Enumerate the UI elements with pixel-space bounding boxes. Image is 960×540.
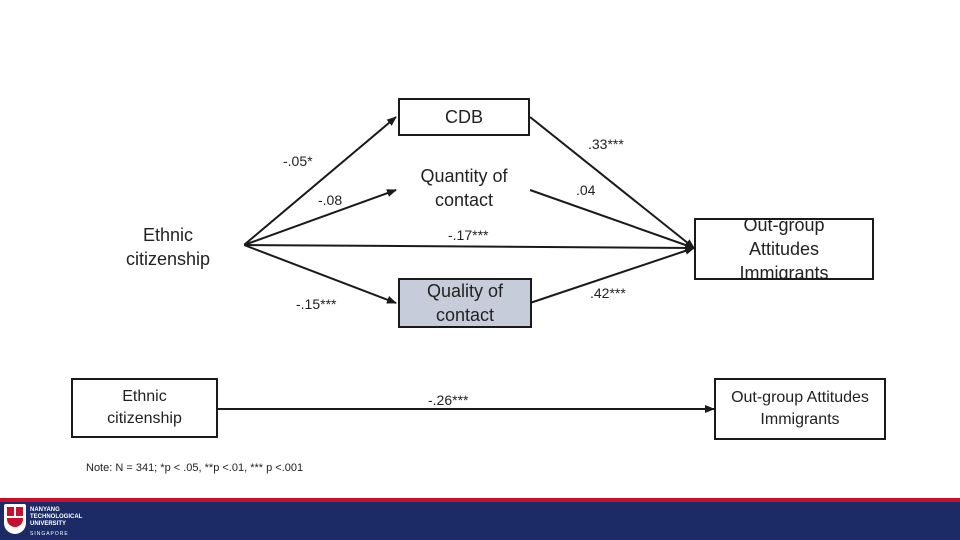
ethnic-top-line1: Ethnic <box>142 225 193 245</box>
ethnic-bottom-line1: Ethnic <box>122 388 167 405</box>
coef-quantity-to-outgroup: .04 <box>576 182 596 198</box>
arrow-ethnic-to-cdb <box>243 116 397 246</box>
quantity-label-line1: Quantity of <box>420 166 508 186</box>
footer-stripe <box>0 498 960 502</box>
arrow-ethnic-to-outgroup <box>243 243 695 252</box>
arrow-quantity-to-outgroup <box>529 189 695 249</box>
arrow-quality-to-outgroup <box>529 247 695 304</box>
outgroup-top-line2: Attitudes <box>748 239 820 259</box>
logo-line1: NANYANG <box>30 507 60 513</box>
significance-note: Note: N = 341; *p < .05, **p <.01, *** p… <box>86 462 304 474</box>
coef-quality-to-outgroup: .42*** <box>590 285 626 301</box>
logo-line3: UNIVERSITY <box>30 521 67 527</box>
ethnic-citizenship-box-bottom: Ethnic citizenship <box>71 378 218 438</box>
footer-bar <box>0 498 960 540</box>
logo-line2: TECHNOLOGICAL <box>30 514 83 520</box>
outgroup-attitudes-box-top: Out-group Attitudes Immigrants <box>694 218 874 280</box>
arrow-ethnic-to-quality <box>243 244 397 304</box>
coef-ethnic-to-outgroup: -.17*** <box>448 227 489 243</box>
outgroup-top-line1: Out-group <box>743 218 825 235</box>
coef-total-effect: -.26*** <box>428 392 469 408</box>
outgroup-top-line3: Immigrants <box>739 263 829 280</box>
quality-label-line1: Quality of <box>426 281 504 301</box>
arrow-ethnic-to-quantity <box>243 189 397 246</box>
logo-subtitle: SINGAPORE <box>30 531 69 537</box>
cdb-box: CDB <box>398 98 530 136</box>
quantity-label-line2: contact <box>434 190 494 210</box>
coef-ethnic-to-cdb: -.05* <box>283 153 313 169</box>
university-logo-text: NANYANG TECHNOLOGICAL UNIVERSITY <box>30 507 82 528</box>
cdb-label: CDB <box>444 107 483 127</box>
ethnic-top-line2: citizenship <box>125 249 211 269</box>
quality-label-line2: contact <box>435 305 495 325</box>
ethnic-bottom-line2: citizenship <box>107 410 182 427</box>
outgroup-bottom-line1: Out-group Attitudes <box>731 389 869 406</box>
coef-ethnic-to-quantity: -.08 <box>318 192 343 208</box>
coef-ethnic-to-quality: -.15*** <box>296 296 337 312</box>
quantity-contact-box: Quantity of contact <box>398 162 530 214</box>
outgroup-attitudes-box-bottom: Out-group Attitudes Immigrants <box>714 378 886 440</box>
arrow-cdb-to-outgroup <box>529 116 695 249</box>
outgroup-bottom-line2: Immigrants <box>760 411 840 428</box>
coef-cdb-to-outgroup: .33*** <box>588 136 624 152</box>
ethnic-citizenship-box-top: Ethnic citizenship <box>92 218 244 276</box>
university-crest-icon <box>4 504 26 534</box>
quality-contact-box: Quality of contact <box>398 278 532 328</box>
